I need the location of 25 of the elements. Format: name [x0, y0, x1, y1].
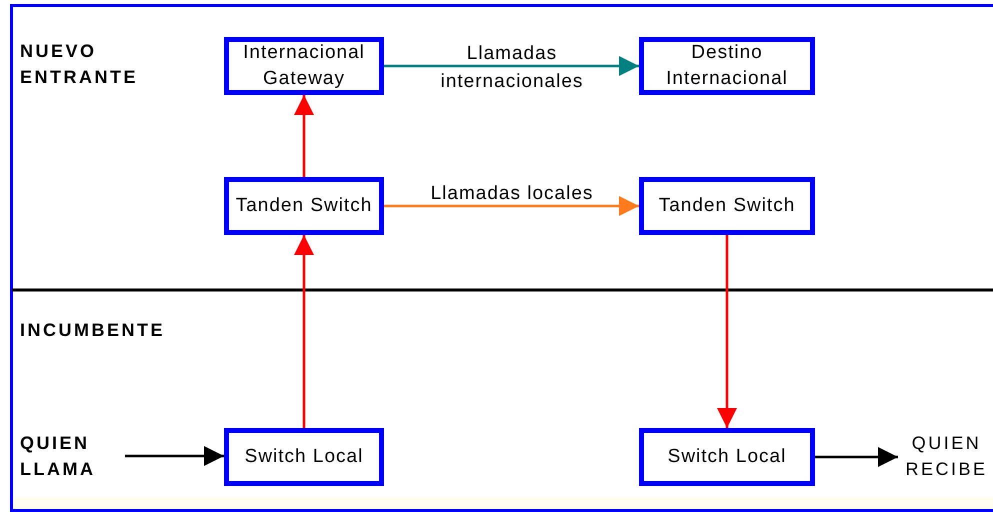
process-box	[224, 428, 384, 486]
box-label: Destino Internacional	[665, 41, 789, 91]
arrow	[125, 446, 224, 466]
process-box	[639, 37, 815, 95]
section-label: NUEVO ENTRANTE	[20, 40, 139, 89]
arrow	[384, 56, 639, 76]
box-label: Switch Local	[668, 445, 786, 469]
arrow	[815, 447, 898, 467]
box-label: Tanden Switch	[236, 194, 372, 218]
endpoint-label: QUIEN RECIBE	[900, 430, 993, 482]
arrow	[294, 95, 314, 177]
box-label: Switch Local	[244, 445, 364, 469]
process-box	[224, 37, 384, 95]
box-label: Internacional Gateway	[242, 41, 366, 91]
edge-label: Llamadas locales	[430, 182, 594, 206]
section-label: INCUMBENTE	[20, 319, 165, 342]
process-box	[639, 428, 815, 486]
arrow	[294, 235, 314, 428]
process-box	[639, 177, 815, 235]
box-label: Tanden Switch	[658, 194, 796, 218]
endpoint-label: QUIEN LLAMA	[20, 430, 120, 482]
process-box	[224, 177, 384, 235]
arrow	[717, 235, 737, 428]
edge-label: Llamadas internacionales	[440, 42, 584, 94]
arrow	[384, 196, 639, 216]
